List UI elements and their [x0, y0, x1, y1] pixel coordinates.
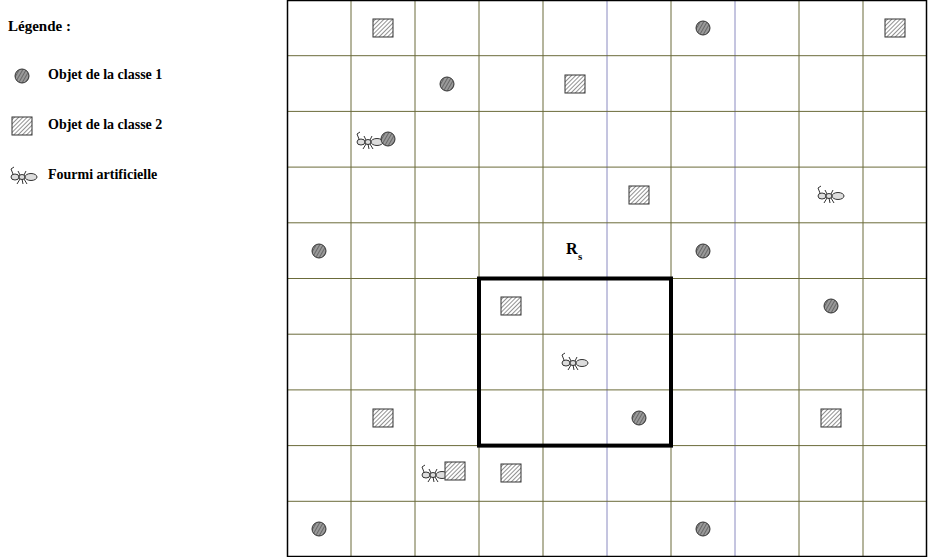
legend-text: Fourmi artificielle [48, 167, 157, 183]
legend-text: Objet de la classe 1 [48, 67, 162, 83]
legend-heading: Légende : [8, 18, 71, 35]
region-label: R [566, 240, 578, 258]
legend-text: Objet de la classe 2 [48, 117, 162, 133]
region-subscript: s [578, 250, 582, 262]
